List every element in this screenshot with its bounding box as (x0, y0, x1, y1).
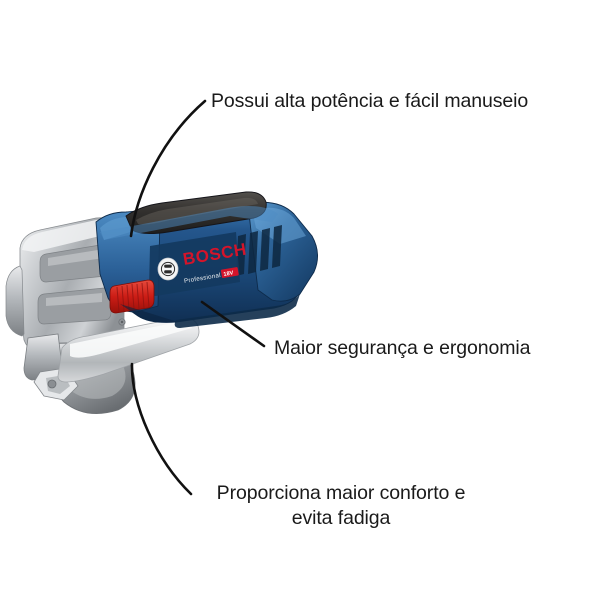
callout-label-safety-ergonomics: Maior segurança e ergonomia (274, 337, 531, 359)
callout-3-line-2: fadiga (337, 507, 391, 529)
blade-bolt-icon (47, 379, 57, 389)
shear-head-slot-upper-shade (48, 249, 104, 266)
screw-slot-icon (120, 320, 124, 324)
shear-head-nose (5, 265, 25, 337)
callout-3-line-1: Proporciona maior conforto e evita (216, 482, 466, 529)
bosch-armature-icon (160, 261, 176, 277)
tool-body-blue: BOSCH Professional 18V (95, 191, 318, 328)
nameplate-recess (149, 232, 240, 296)
trigger-ribs (116, 281, 150, 313)
professional-badge-chip-text: 18V (223, 270, 234, 278)
shear-head-highlight (22, 219, 116, 252)
tool-body-bottom-shadow (120, 304, 178, 323)
professional-badge-chip (220, 267, 239, 279)
trigger-switch-body (109, 279, 155, 314)
ventilation-slots (236, 225, 282, 276)
shear-head-slot-lower-shade (46, 293, 102, 306)
chip-deflector-highlight (70, 321, 192, 358)
product-image-bosch-metal-shear: BOSCH Professional 18V (5, 191, 318, 415)
callout-label-power-handling: Possui alta potência e fácil manuseio (211, 90, 529, 112)
callout-label-comfort-fatigue: Proporciona maior conforto e evita fadig… (196, 481, 486, 531)
bosch-roundel-icon (157, 257, 179, 281)
chip-deflector-arm (57, 317, 200, 383)
trigger-switch (109, 279, 155, 314)
